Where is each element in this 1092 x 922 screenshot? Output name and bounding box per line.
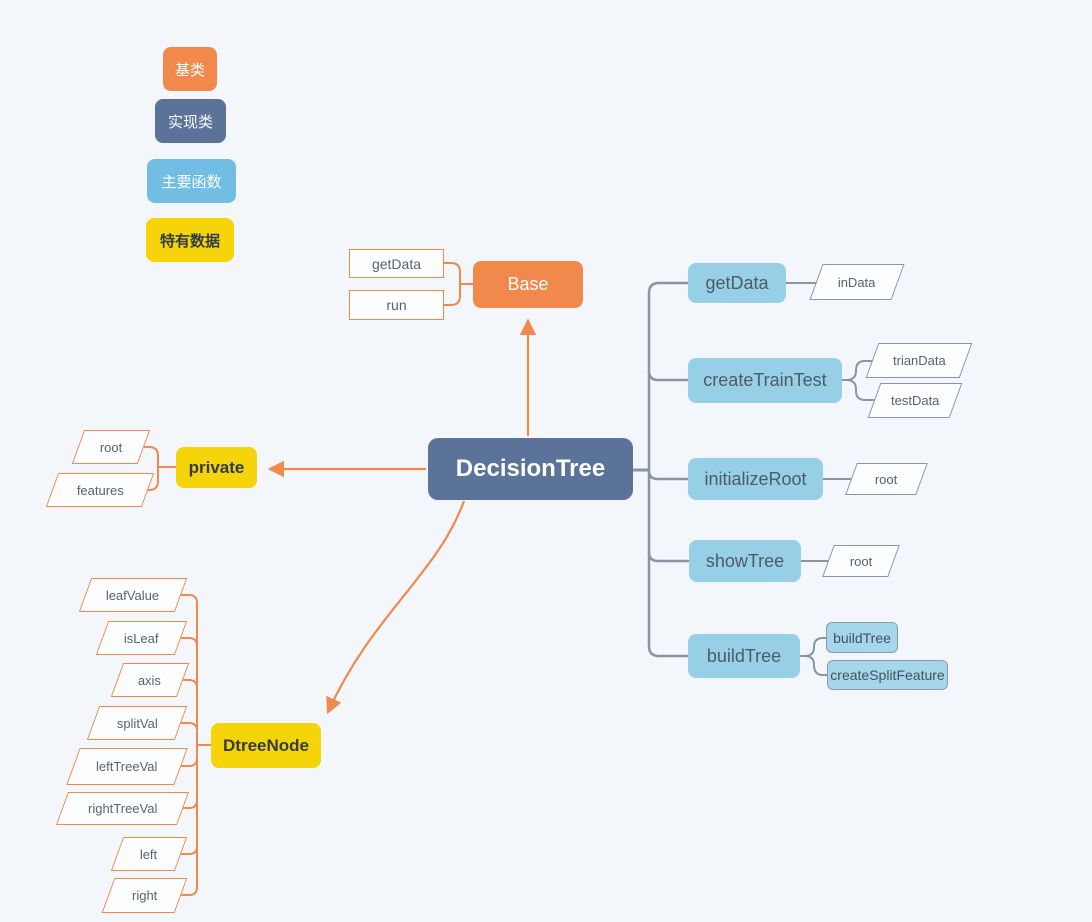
dtree-field-lefttreeval[interactable]: leftTreeVal	[66, 748, 188, 785]
private-field-root-label: root	[99, 439, 123, 455]
private-field-features-label: features	[76, 482, 124, 498]
param-root-showtree-label: root	[849, 553, 873, 569]
dtree-field-axis[interactable]: axis	[110, 663, 190, 697]
param-root-initializeroot-label: root	[875, 471, 898, 487]
function-createtraintest[interactable]: createTrainTest	[688, 358, 842, 403]
function-buildtree[interactable]: buildTree	[688, 634, 800, 678]
legend-main-function[interactable]: 主要函数	[147, 159, 236, 203]
param-indata-label: inData	[838, 274, 876, 290]
param-indata[interactable]: inData	[809, 264, 905, 300]
sub-buildtree[interactable]: buildTree	[826, 622, 898, 653]
dtree-field-leafvalue-label: leafValue	[106, 587, 160, 603]
dtree-field-isleaf[interactable]: isLeaf	[95, 621, 188, 655]
function-getdata[interactable]: getData	[688, 263, 786, 303]
base-method-run[interactable]: run	[349, 290, 444, 320]
param-root-showtree[interactable]: root	[822, 545, 900, 577]
dtree-field-splitval[interactable]: splitVal	[86, 706, 188, 740]
param-testdata-label: testData	[890, 393, 940, 408]
base-method-getdata[interactable]: getData	[349, 249, 444, 278]
param-triandata[interactable]: trianData	[865, 343, 973, 378]
decisiontree-node[interactable]: DecisionTree	[428, 438, 633, 500]
dtree-field-righttreeval-label: rightTreeVal	[87, 801, 158, 816]
dtree-field-lefttreeval-label: leftTreeVal	[96, 759, 158, 774]
private-field-features[interactable]: features	[45, 473, 155, 507]
base-class-node[interactable]: Base	[473, 261, 583, 308]
dtree-field-left[interactable]: left	[110, 837, 188, 871]
functions-bracket	[633, 281, 689, 658]
function-initializeroot[interactable]: initializeRoot	[688, 458, 823, 500]
dtree-field-isleaf-label: isLeaf	[124, 630, 159, 646]
param-triandata-label: trianData	[892, 353, 946, 368]
dtreenode-fields-bracket	[181, 594, 211, 896]
arrow-decisiontree-to-dtreenode	[326, 500, 466, 715]
legend-specific-data[interactable]: 特有数据	[146, 218, 234, 262]
dtree-field-splitval-label: splitVal	[116, 715, 158, 731]
legend-implementation-class[interactable]: 实现类	[155, 99, 226, 143]
sub-createsplitfeature[interactable]: createSplitFeature	[827, 660, 948, 690]
param-root-initializeroot[interactable]: root	[845, 463, 928, 495]
legend-base-class[interactable]: 基类	[163, 47, 217, 91]
private-field-root[interactable]: root	[71, 430, 151, 464]
dtreenode-node[interactable]: DtreeNode	[211, 723, 321, 768]
private-node[interactable]: private	[176, 447, 257, 488]
base-methods-bracket	[444, 262, 473, 306]
dtree-field-left-label: left	[140, 846, 158, 862]
dtree-field-right-label: right	[131, 888, 158, 903]
dtree-field-leafvalue[interactable]: leafValue	[78, 578, 188, 612]
private-fields-bracket	[144, 446, 176, 491]
dtree-field-right[interactable]: right	[101, 878, 188, 913]
param-links	[786, 282, 874, 676]
function-showtree[interactable]: showTree	[689, 540, 801, 582]
dtree-field-righttreeval[interactable]: rightTreeVal	[55, 792, 190, 825]
param-testdata[interactable]: testData	[867, 383, 963, 418]
dtree-field-axis-label: axis	[138, 672, 162, 688]
